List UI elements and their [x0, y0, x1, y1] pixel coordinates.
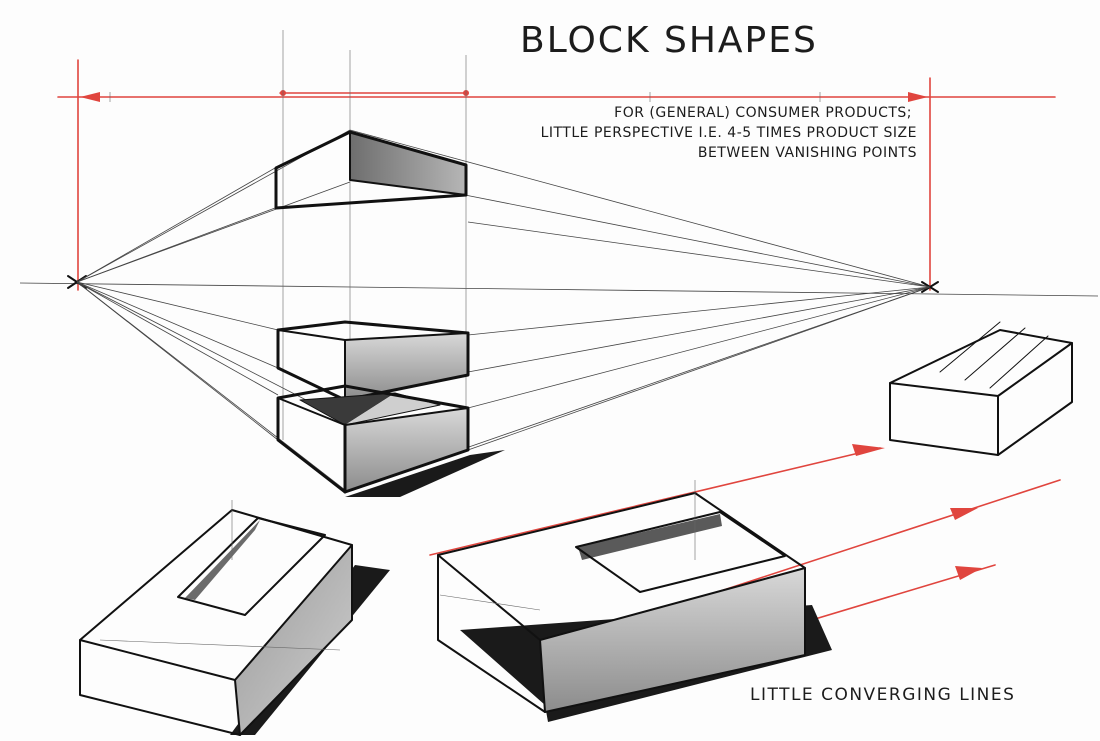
note-line-1: FOR (GENERAL) CONSUMER PRODUCTS;	[614, 105, 912, 121]
left-vanishing-lines	[76, 129, 351, 491]
title: BLOCK SHAPES	[520, 20, 818, 61]
caption-little-converging-lines: LITTLE CONVERGING LINES	[750, 685, 1015, 705]
floating-block-top	[274, 130, 468, 210]
right-vanishing-lines	[344, 129, 931, 491]
open-box	[276, 384, 505, 497]
note-line-3: BETWEEN VANISHING POINTS	[698, 145, 917, 161]
lid-block	[276, 320, 470, 402]
note-line-2: LITTLE PERSPECTIVE I.E. 4-5 TIMES PRODUC…	[541, 125, 917, 141]
small-right-block	[889, 321, 1073, 456]
bottom-center-block	[437, 480, 832, 722]
bottom-left-block	[79, 500, 390, 736]
horizon-line	[19, 275, 1099, 297]
vanishing-point-distance-dimension	[57, 59, 1056, 291]
